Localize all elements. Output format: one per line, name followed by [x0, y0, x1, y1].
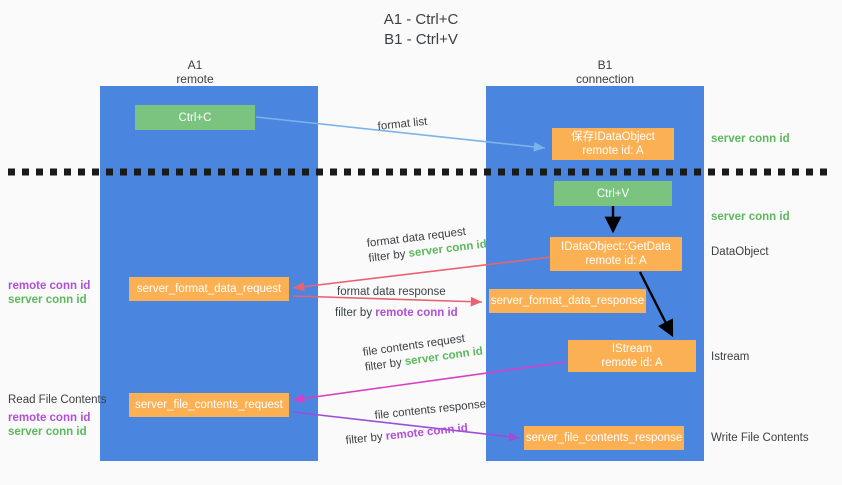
column-header-a1: A1 remote — [135, 58, 255, 86]
box-server-file-contents-request-label: server_file_contents_request — [135, 399, 283, 411]
annotation-dataobject: DataObject — [711, 246, 769, 258]
column-header-b1: B1 connection — [545, 58, 665, 86]
box-server-format-data-response[interactable]: server_format_data_response — [489, 289, 646, 313]
annotation-write-file-contents: Write File Contents — [711, 432, 809, 444]
box-save-idataobject-line1: 保存IDataObject — [571, 131, 655, 143]
annotation-server-conn-id-left-2: server conn id — [8, 426, 87, 438]
box-ctrl-c-label: Ctrl+C — [178, 111, 212, 124]
annotation-conn-ids-format: remote conn id server conn id — [8, 279, 90, 307]
box-idataobject-getdata[interactable]: IDataObject::GetData remote id: A — [550, 237, 682, 271]
box-save-idataobject-line2: remote id: A — [582, 145, 644, 157]
box-server-format-data-response-label: server_format_data_response — [490, 295, 645, 307]
box-server-format-data-request[interactable]: server_format_data_request — [129, 277, 289, 301]
filter-key-remote-conn-2: remote conn id — [385, 422, 469, 443]
box-ctrl-v-label: Ctrl+V — [596, 187, 630, 200]
box-istream[interactable]: IStream remote id: A — [568, 340, 696, 372]
annotation-conn-ids-file: remote conn id server conn id — [8, 411, 90, 439]
annotation-remote-conn-id-1: remote conn id — [8, 280, 91, 292]
annotation-read-file-contents: Read File Contents — [8, 394, 107, 406]
edge-label-format-data-response-main: format data response — [337, 286, 446, 298]
edge-label-format-data-request: format data request filter by server con… — [366, 223, 488, 267]
box-idataobject-getdata-line1: IDataObject::GetData — [561, 241, 671, 253]
title-line-1: A1 - Ctrl+C — [383, 11, 459, 28]
filter-prefix-1: filter by — [367, 247, 410, 265]
box-server-format-data-request-label: server_format_data_request — [136, 283, 282, 295]
edge-label-format-list: format list — [377, 115, 428, 135]
annotation-server-conn-id-mid: server conn id — [711, 211, 790, 223]
annotation-istream: Istream — [711, 351, 750, 363]
edge-label-file-contents-response: file contents response — [374, 397, 487, 424]
annotation-server-conn-id-top: server conn id — [711, 133, 790, 145]
box-ctrl-v[interactable]: Ctrl+V — [554, 181, 672, 206]
column-a1-sub: remote — [176, 72, 214, 86]
edge-label-format-list-text: format list — [377, 115, 428, 133]
filter-key-remote-conn-1: remote conn id — [375, 307, 458, 319]
box-server-file-contents-response-label: server_file_contents_response — [525, 432, 683, 444]
edge-label-format-data-response: format data response filter by remote co… — [335, 285, 458, 321]
box-idataobject-getdata-line2: remote id: A — [585, 255, 647, 267]
filter-prefix-4: filter by — [345, 430, 387, 447]
annotation-server-conn-id-left-1: server conn id — [8, 294, 87, 306]
title-line-2: B1 - Ctrl+V — [384, 31, 458, 48]
filter-prefix-3: filter by — [364, 356, 406, 374]
box-server-file-contents-response[interactable]: server_file_contents_response — [524, 426, 684, 450]
filter-prefix-2: filter by — [335, 307, 376, 319]
box-ctrl-c[interactable]: Ctrl+C — [135, 105, 255, 130]
column-a1-name: A1 — [187, 58, 203, 72]
edge-label-file-contents-request: file contents request filter by server c… — [362, 329, 484, 375]
box-server-file-contents-request[interactable]: server_file_contents_request — [129, 393, 289, 417]
edge-label-file-contents-response-filter: filter by remote conn id — [345, 421, 469, 449]
edge-label-file-contents-response-main: file contents response — [374, 398, 487, 422]
annotation-remote-conn-id-2: remote conn id — [8, 412, 91, 424]
column-b1-name: B1 — [597, 58, 613, 72]
box-istream-line1: IStream — [611, 343, 653, 355]
edge-label-format-data-response-filter: filter by remote conn id — [335, 306, 458, 321]
page-title: A1 - Ctrl+C B1 - Ctrl+V — [321, 10, 521, 50]
column-b1-sub: connection — [575, 72, 635, 86]
box-save-idataobject[interactable]: 保存IDataObject remote id: A — [552, 128, 674, 160]
box-istream-line2: remote id: A — [601, 357, 663, 369]
